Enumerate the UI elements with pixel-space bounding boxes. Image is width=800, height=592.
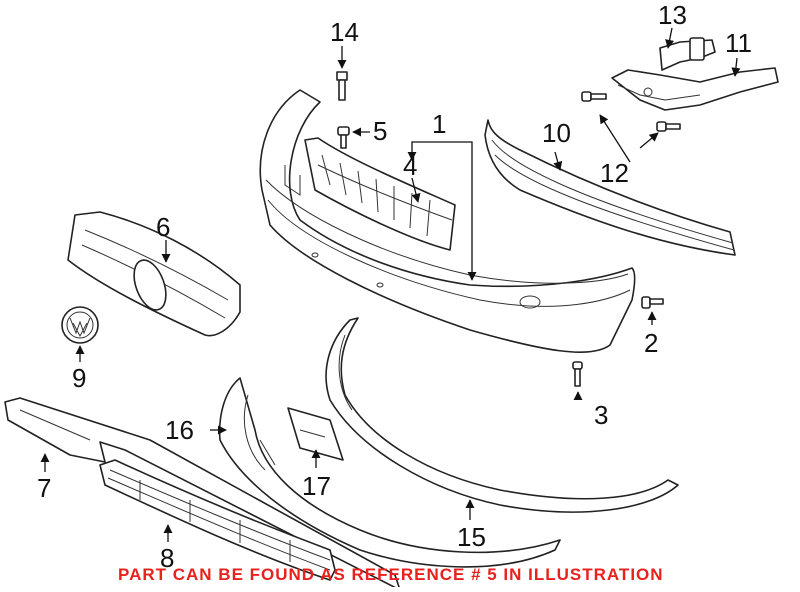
bolt-12b	[656, 121, 681, 132]
footer-note: PART CAN BE FOUND AS REFERENCE # 5 IN IL…	[118, 565, 664, 584]
lower-grille	[99, 459, 336, 581]
callout-8: 8	[160, 543, 174, 573]
bolt-5	[337, 126, 350, 149]
callout-3: 3	[594, 400, 608, 430]
bumper-cover	[259, 89, 636, 353]
callout-15: 15	[457, 522, 486, 552]
bracket-clamp	[659, 37, 716, 71]
bolt-14	[336, 71, 348, 101]
callout-1: 1	[432, 109, 446, 139]
callout-11: 11	[725, 28, 752, 58]
license-plate-bracket	[287, 407, 344, 461]
bumper-impact-absorber	[484, 119, 736, 256]
callout-13: 13	[658, 0, 687, 30]
callout-17: 17	[302, 471, 331, 501]
callout-2: 2	[644, 328, 658, 358]
callout-5: 5	[373, 116, 387, 146]
bumper-grille-insert	[304, 137, 456, 251]
front-spoiler	[325, 317, 679, 513]
leader-lines	[40, 27, 741, 542]
lower-trim-strip	[4, 397, 401, 591]
callout-10: 10	[542, 118, 571, 148]
callout-4: 4	[403, 151, 417, 181]
callout-9: 9	[72, 363, 86, 393]
screw-2	[641, 296, 664, 309]
radiator-grille	[67, 211, 241, 337]
callout-14: 14	[330, 17, 359, 47]
callout-6: 6	[156, 212, 170, 242]
callout-16: 16	[165, 415, 194, 445]
vw-emblem	[61, 306, 99, 344]
callout-12: 12	[600, 158, 629, 188]
bolt-12a	[581, 91, 607, 102]
lower-valance	[218, 377, 561, 568]
screw-3	[572, 361, 583, 387]
bumper-mounting-bracket	[611, 67, 779, 111]
callout-7: 7	[37, 473, 51, 503]
